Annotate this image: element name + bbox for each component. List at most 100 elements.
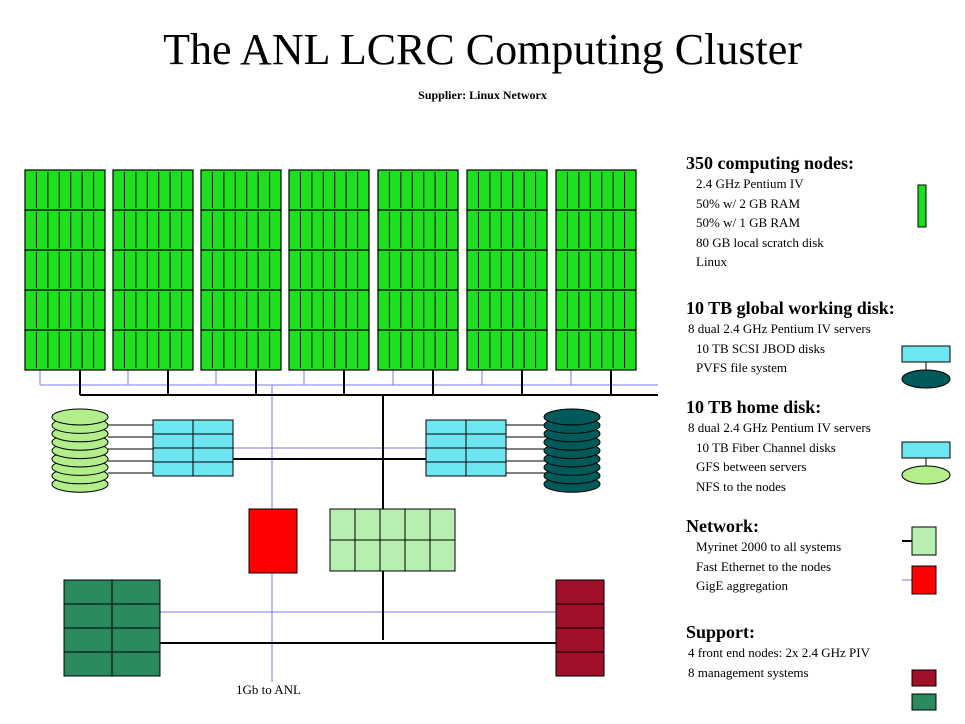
network-switches xyxy=(248,508,456,574)
file-server xyxy=(465,447,507,463)
file-server xyxy=(425,447,467,463)
compute-rack xyxy=(200,169,282,371)
myrinet-switch-module xyxy=(354,539,381,572)
compute-chassis xyxy=(466,329,548,371)
front-end-node xyxy=(111,627,161,653)
legend-compute-item: 50% w/ 2 GB RAM xyxy=(696,195,801,211)
compute-racks xyxy=(24,169,637,371)
legend-home-disk-item: NFS to the nodes xyxy=(696,478,786,494)
legend-compute-heading: 350 computing nodes: xyxy=(686,153,855,173)
front-end-node xyxy=(63,579,113,605)
management-system xyxy=(555,651,605,677)
disk-icon xyxy=(901,465,951,485)
uplink-caption: 1Gb to ANL xyxy=(236,682,301,697)
file-server xyxy=(192,447,234,463)
legend-icons xyxy=(901,184,951,711)
myrinet-switch-icon xyxy=(911,526,937,556)
legend-home-disk-heading: 10 TB home disk: xyxy=(686,397,822,417)
front-end-node xyxy=(111,603,161,629)
legend-support-heading: Support: xyxy=(686,622,756,642)
file-server xyxy=(425,461,467,477)
page-title: The ANL LCRC Computing Cluster xyxy=(163,25,802,74)
file-server xyxy=(465,461,507,477)
front-end-node-icon xyxy=(911,693,937,711)
legend-home-disk: 10 TB home disk: 8 dual 2.4 GHz Pentium … xyxy=(686,397,961,496)
legend-working-disk-heading: 10 TB global working disk: xyxy=(686,298,895,318)
compute-rack xyxy=(555,169,637,371)
front-end-node xyxy=(111,579,161,605)
support-systems xyxy=(63,579,605,677)
home-disk-stack xyxy=(51,408,109,493)
management-system-icon xyxy=(911,669,937,687)
file-server xyxy=(192,419,234,435)
legend-home-disk-item: GFS between servers xyxy=(696,459,807,474)
file-server xyxy=(192,433,234,449)
management-system xyxy=(555,603,605,629)
compute-chassis xyxy=(200,329,282,371)
legend-network-item: Fast Ethernet to the nodes xyxy=(696,558,832,574)
legend-support: Support: 4 front end nodes: 2x 2.4 GHz P… xyxy=(686,622,961,682)
file-server xyxy=(152,447,194,463)
legend-support-item: 4 front end nodes: 2x 2.4 GHz PIV xyxy=(688,645,870,660)
myrinet-switch-module xyxy=(329,508,356,541)
front-end-node xyxy=(63,627,113,653)
compute-chassis xyxy=(288,329,370,371)
compute-rack xyxy=(288,169,370,371)
myrinet-switch-module xyxy=(379,508,406,541)
myrinet-switch-module xyxy=(429,508,456,541)
legend-working-disk-item: 8 dual 2.4 GHz Pentium IV servers xyxy=(688,321,871,336)
myrinet-switch-module xyxy=(379,539,406,572)
file-server xyxy=(152,433,194,449)
legend-network-heading: Network: xyxy=(686,516,759,536)
disk-platter xyxy=(51,408,109,426)
file-server xyxy=(465,419,507,435)
subtitle: Supplier: Linux Networx xyxy=(418,88,547,102)
legend-home-disk-item: 10 TB Fiber Channel disks xyxy=(696,439,836,455)
legend-working-disk-item: 10 TB SCSI JBOD disks xyxy=(696,340,826,356)
compute-chassis xyxy=(24,329,106,371)
management-system xyxy=(555,579,605,605)
file-server xyxy=(465,433,507,449)
compute-rack xyxy=(466,169,548,371)
legend-compute-item: 80 GB local scratch disk xyxy=(696,234,824,250)
legend-compute: 350 computing nodes: 2.4 GHz Pentium IV … xyxy=(686,153,961,272)
legend-network-item: GigE aggregation xyxy=(696,578,789,593)
front-end-node xyxy=(63,603,113,629)
legend-network-item: Myrinet 2000 to all systems xyxy=(696,539,842,554)
ethernet-switch-icon xyxy=(911,565,937,595)
legend-support-item: 8 management systems xyxy=(688,664,809,680)
disk-platter xyxy=(543,408,601,426)
compute-chassis xyxy=(555,329,637,371)
compute-rack xyxy=(24,169,106,371)
compute-chassis xyxy=(377,329,459,371)
working-disk-stack xyxy=(543,408,601,493)
legend-network: Network: Myrinet 2000 to all systems Fas… xyxy=(686,516,961,596)
file-server xyxy=(152,461,194,477)
compute-node-icon xyxy=(917,184,927,228)
myrinet-switch-module xyxy=(354,508,381,541)
myrinet-switch-module xyxy=(404,539,431,572)
file-server xyxy=(152,419,194,435)
disk-icon xyxy=(901,369,951,389)
compute-chassis xyxy=(112,329,194,371)
file-servers xyxy=(152,419,507,477)
myrinet-switch-module xyxy=(329,539,356,572)
compute-rack xyxy=(112,169,194,371)
legend-compute-item: Linux xyxy=(696,254,728,269)
management-system xyxy=(555,627,605,653)
legend-compute-item: 50% w/ 1 GB RAM xyxy=(696,215,801,230)
compute-rack xyxy=(377,169,459,371)
legend-home-disk-item: 8 dual 2.4 GHz Pentium IV servers xyxy=(688,420,871,435)
myrinet-switch-module xyxy=(404,508,431,541)
myrinet-switch-module xyxy=(429,539,456,572)
legend-working-disk-item: PVFS file system xyxy=(696,360,788,375)
legend-compute-item: 2.4 GHz Pentium IV xyxy=(696,176,804,191)
fast-ethernet-switch xyxy=(248,508,298,574)
file-server xyxy=(192,461,234,477)
front-end-node xyxy=(111,651,161,677)
legend-working-disk: 10 TB global working disk: 8 dual 2.4 GH… xyxy=(686,298,961,378)
front-end-node xyxy=(63,651,113,677)
file-server xyxy=(425,419,467,435)
file-server xyxy=(425,433,467,449)
